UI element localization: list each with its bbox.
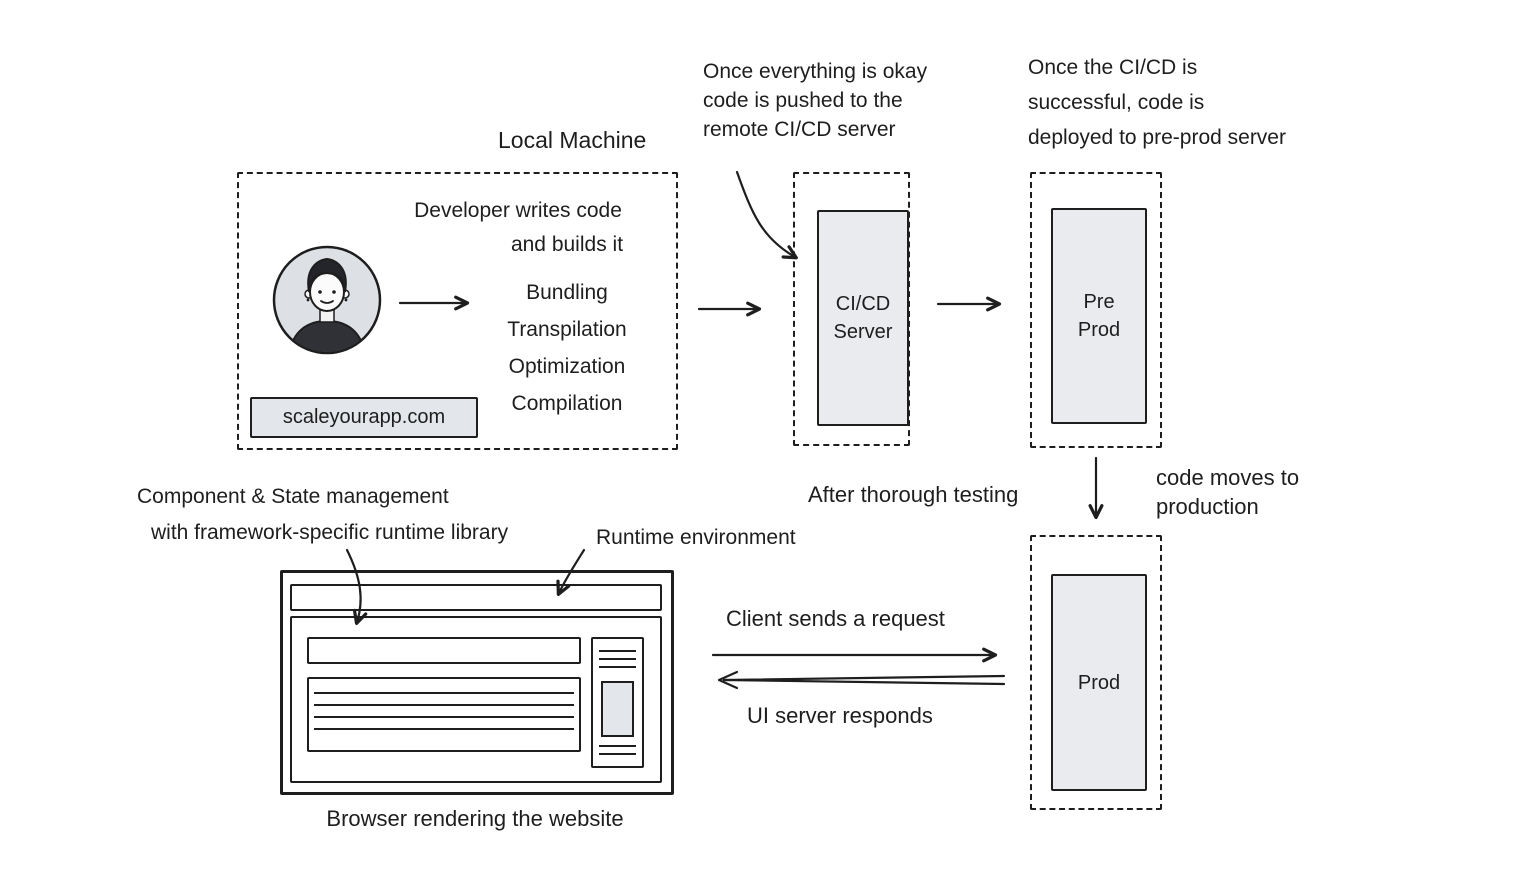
browser-search-bar [307,637,581,664]
arrow-server-response-bottom [722,678,1006,686]
local-machine-title: Local Machine [498,127,647,153]
panel-line [599,753,636,755]
local-machine-box [237,172,678,450]
browser-side-panel [591,637,644,768]
cicd-server-rect: CI/CD Server [817,210,909,426]
build-step: Transpilation [507,318,627,341]
note-push-to-cicd: Once everything is okay code is pushed t… [703,60,928,141]
developer-desc-line2: and builds it [510,233,624,256]
arrow-push-note-to-cicd [735,170,798,260]
build-step: Optimization [508,355,626,378]
browser-address-bar [290,584,662,611]
panel-line [599,666,636,668]
client-request-label: Client sends a request [726,606,945,631]
panel-image-placeholder [601,681,634,737]
developer-desc-line1: Developer writes code [414,199,622,222]
browser-caption: Browser rendering the website [326,806,624,831]
note-deploy-preprod: Once the CI/CD is successful, code is de… [1028,56,1286,149]
build-steps: Bundling Transpilation Optimization Comp… [455,274,679,422]
build-step: Bundling [526,281,608,304]
content-line [314,704,574,706]
panel-line [599,745,636,747]
component-note-line2: with framework-specific runtime library [151,521,509,544]
site-label: scaleyourapp.com [282,406,446,428]
component-note-line1: Component & State management [137,485,449,508]
moves-to-production-label: code moves to production [1156,465,1300,519]
arrow-server-response-head [717,670,739,690]
preprod-server-label: Pre Prod [1077,291,1121,341]
after-testing-label: After thorough testing [808,482,1019,507]
content-line [314,716,574,718]
site-label-box: scaleyourapp.com [250,397,478,438]
prod-dashed-box [1030,535,1162,810]
panel-line [599,658,636,660]
panel-line [599,650,636,652]
cicd-dashed-box [793,172,910,446]
content-line [314,692,574,694]
runtime-environment-note: Runtime environment [596,526,796,549]
developer-avatar-icon [272,245,382,355]
browser-content-block [307,677,581,752]
build-step: Compilation [511,392,623,415]
server-response-label: UI server responds [747,703,933,728]
cicd-server-label: CI/CD Server [833,293,893,343]
content-line [314,728,574,730]
prod-server-rect: Prod [1051,574,1147,791]
arrow-server-response-top [722,674,1006,682]
prod-server-label: Prod [1077,671,1121,694]
developer-avatar [271,244,383,356]
preprod-dashed-box [1030,172,1162,448]
preprod-server-rect: Pre Prod [1051,208,1147,424]
